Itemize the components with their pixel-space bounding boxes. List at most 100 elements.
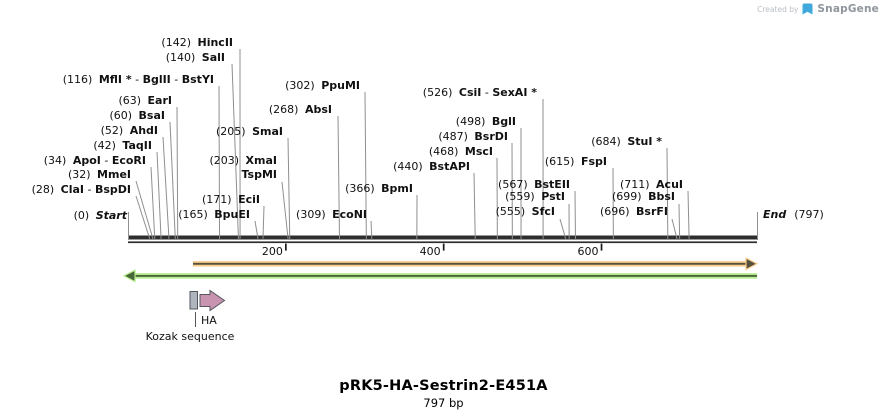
green-orf-arrow-core	[135, 274, 757, 277]
orange-orf-arrow	[193, 257, 759, 271]
enzyme-site-mmei: (32) MmeI	[68, 168, 154, 241]
enzyme-label-bbsi: (699) BbsI	[612, 190, 675, 203]
enzyme-site-ppumi: (302) PpuMI	[285, 79, 367, 241]
enzyme-label-eari: (63) EarI	[118, 94, 172, 107]
enzyme-label-xmai: (203) XmaI	[209, 154, 277, 167]
enzyme-site-stui: (684) StuI *	[591, 135, 669, 241]
leader-line-eari	[176, 106, 179, 241]
enzyme-label-ecii: (171) EciI	[202, 193, 260, 206]
leader-line-clai-bspdi	[135, 195, 151, 241]
enzyme-site-smai: (205) SmaI	[216, 125, 291, 241]
enzyme-label-mfli-bglii-bstyi: (116) MflI * - BglII - BstYI	[63, 73, 214, 86]
enzyme-site-bsai: (60) BsaI	[109, 109, 176, 241]
enzyme-label-clai-bspdi: (28) ClaI - BspDI	[32, 183, 131, 196]
plasmid-length: 797 bp	[423, 396, 464, 410]
title-block: pRK5-HA-Sestrin2-E451A 797 bp	[0, 378, 887, 410]
sequence-bar-bottom-strand	[128, 241, 757, 244]
enzyme-label-smai: (205) SmaI	[216, 125, 283, 138]
snapgene-credit: Created by SnapGene	[757, 3, 879, 15]
leader-line-mmei	[135, 180, 154, 241]
leader-line-ecii	[262, 205, 265, 241]
leader-line-ahdi	[162, 136, 170, 241]
leader-line-acui	[687, 190, 690, 241]
green-orf-arrow-arrowhead	[122, 269, 136, 283]
orange-orf-arrow-arrowhead	[745, 257, 759, 271]
enzyme-site-apoi-ecori: (34) ApoI - EcoRI	[44, 154, 156, 241]
enzyme-site-ahdi: (52) AhdI	[101, 124, 170, 241]
enzyme-label-taqii: (42) TaqII	[93, 139, 152, 152]
enzyme-site-bsrdi: (487) BsrDI	[438, 130, 513, 241]
enzyme-label-ppumi: (302) PpuMI	[285, 79, 360, 92]
enzyme-label-absi: (268) AbsI	[269, 103, 332, 116]
enzyme-label-tspmi: TspMI	[241, 168, 277, 181]
snapgene-logo-icon	[802, 3, 813, 15]
leader-line-smai	[287, 137, 291, 241]
leader-line-xmai	[281, 181, 289, 241]
enzyme-site-sali: (140) SalI	[166, 51, 239, 241]
enzyme-site-msci: (468) MscI	[429, 145, 498, 241]
enzyme-label-bgli: (498) BglI	[456, 115, 516, 128]
enzyme-label-sfci: (555) SfcI	[496, 205, 555, 218]
ha-label: HA	[201, 314, 217, 327]
enzyme-site-bsrfi: (696) BsrFI	[600, 205, 678, 241]
enzyme-site-bpuei: (165) BpuEI	[178, 208, 259, 241]
enzyme-site-mfli-bglii-bstyi: (116) MflI * - BglII - BstYI	[63, 73, 221, 241]
leader-line-sali	[231, 63, 239, 241]
enzyme-site-fspi: (615) FspI	[545, 155, 614, 241]
credit-prefix-text: Created by	[757, 4, 799, 14]
sequence-bar	[128, 235, 757, 240]
enzyme-label-fspi: (615) FspI	[545, 155, 607, 168]
enzyme-site-psti: (559) PstI	[505, 190, 570, 241]
enzyme-label-acui: (711) AcuI	[620, 178, 683, 191]
enzyme-site-econi: (309) EcoNI	[296, 208, 373, 241]
enzyme-label-bstapi: (440) BstAPI	[393, 160, 470, 173]
green-orf-arrow	[122, 269, 757, 283]
leader-line-sfci	[559, 218, 567, 241]
ha-feature-arrow	[199, 289, 226, 312]
enzyme-label-bsrfi: (696) BsrFI	[600, 205, 668, 218]
start-label: (0) Start	[74, 209, 128, 222]
orange-orf-arrow-core	[193, 262, 746, 265]
enzyme-label-econi: (309) EcoNI	[296, 208, 367, 221]
enzyme-label-sali: (140) SalI	[166, 51, 225, 64]
leader-line-bsai	[169, 121, 176, 241]
leader-line-bpuei	[254, 220, 259, 241]
credit-brand-text: SnapGene	[817, 3, 879, 15]
enzyme-label-csii-sexai: (526) CsiI - SexAI *	[423, 86, 537, 99]
kozak-feature-box	[189, 291, 198, 310]
enzyme-label-mmei: (32) MmeI	[68, 168, 131, 181]
enzyme-site-eari: (63) EarI	[118, 94, 179, 241]
enzyme-site-bsteii: (567) BstEII	[498, 178, 576, 241]
enzyme-site-acui: (711) AcuI	[620, 178, 690, 241]
enzyme-label-msci: (468) MscI	[429, 145, 493, 158]
leader-line-mfli-bglii-bstyi	[218, 85, 221, 241]
plasmid-title: pRK5-HA-Sestrin2-E451A	[339, 378, 548, 394]
end-label: End(797)	[763, 208, 824, 221]
enzyme-site-bgli: (498) BglI	[456, 115, 522, 241]
enzyme-site-csii-sexai: (526) CsiI - SexAI *	[423, 86, 544, 241]
enzyme-site-ecii: (171) EciI	[202, 193, 265, 241]
enzyme-label-ahdi: (52) AhdI	[101, 124, 158, 137]
ruler-label-600: 600	[578, 245, 599, 258]
enzyme-label-apoi-ecori: (34) ApoI - EcoRI	[44, 154, 146, 167]
ruler-label-400: 400	[420, 245, 441, 258]
enzyme-label-bsai: (60) BsaI	[109, 109, 165, 122]
leader-line-absi	[337, 115, 341, 241]
leader-line-stui	[666, 147, 669, 241]
enzyme-label-psti: (559) PstI	[505, 190, 565, 203]
leader-line-taqii	[156, 151, 162, 241]
leader-line-bsrfi	[671, 218, 678, 241]
leader-line-ppumi	[364, 91, 367, 241]
enzyme-site-hincii: (142) HincII	[161, 36, 241, 241]
enzyme-site-bstapi: (440) BstAPI	[393, 160, 476, 241]
leader-line-bbsi	[678, 203, 681, 241]
leader-line-apoi-ecori	[150, 166, 156, 241]
enzyme-site-bbsi: (699) BbsI	[612, 190, 681, 241]
leader-line-bstapi	[473, 172, 476, 241]
enzyme-site-taqii: (42) TaqII	[93, 139, 162, 241]
enzyme-label-bpmi: (366) BpmI	[345, 182, 413, 195]
enzyme-label-hincii: (142) HincII	[161, 36, 233, 49]
enzyme-site-clai-bspdi: (28) ClaI - BspDI	[32, 183, 151, 241]
